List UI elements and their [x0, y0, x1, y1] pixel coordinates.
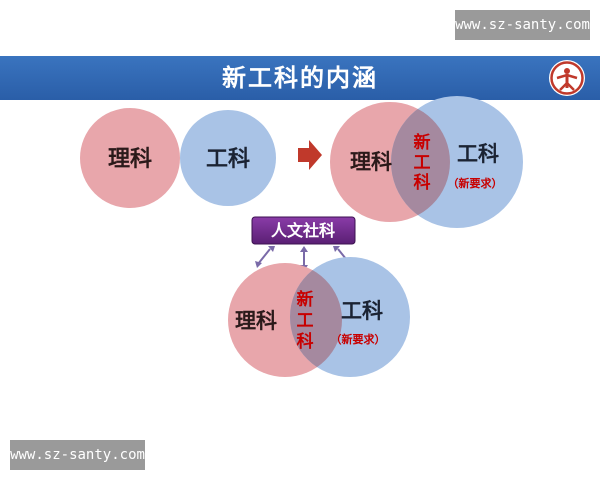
watermark-bottom: www.sz-santy.com	[10, 440, 145, 470]
university-emblem-icon	[549, 60, 585, 96]
merged-overlap-char-2: 工	[414, 153, 431, 173]
bottom-overlap-char-3: 科	[297, 331, 314, 352]
watermark-top: www.sz-santy.com	[455, 10, 590, 40]
merged-overlap-char-3: 科	[414, 172, 431, 193]
bottom-overlap	[290, 263, 342, 377]
merged-engineering-sub: （新要求）	[448, 176, 503, 190]
top-science-label: 理科	[108, 147, 152, 172]
top-engineering-label: 工科	[206, 147, 250, 172]
page-title: 新工科的内涵	[222, 64, 378, 92]
title-bar: 新工科的内涵	[0, 56, 600, 100]
right-arrow-icon	[298, 140, 322, 170]
merged-engineering-label: 工科	[457, 142, 499, 166]
bottom-engineering-sub: （新要求）	[331, 332, 386, 346]
humanities-box	[251, 216, 356, 245]
bottom-science-label: 理科	[235, 309, 277, 333]
bottom-overlap-char-2: 工	[297, 311, 314, 331]
bottom-overlap-char-1: 新	[297, 289, 314, 310]
merged-science-label: 理科	[350, 150, 392, 174]
merged-overlap	[391, 102, 450, 222]
top-engineering-circle	[180, 110, 276, 206]
humanities-label: 人文社科	[271, 221, 335, 240]
top-science-circle	[80, 108, 180, 208]
merged-overlap-char-1: 新	[414, 132, 431, 153]
bottom-engineering-label: 工科	[341, 299, 383, 323]
